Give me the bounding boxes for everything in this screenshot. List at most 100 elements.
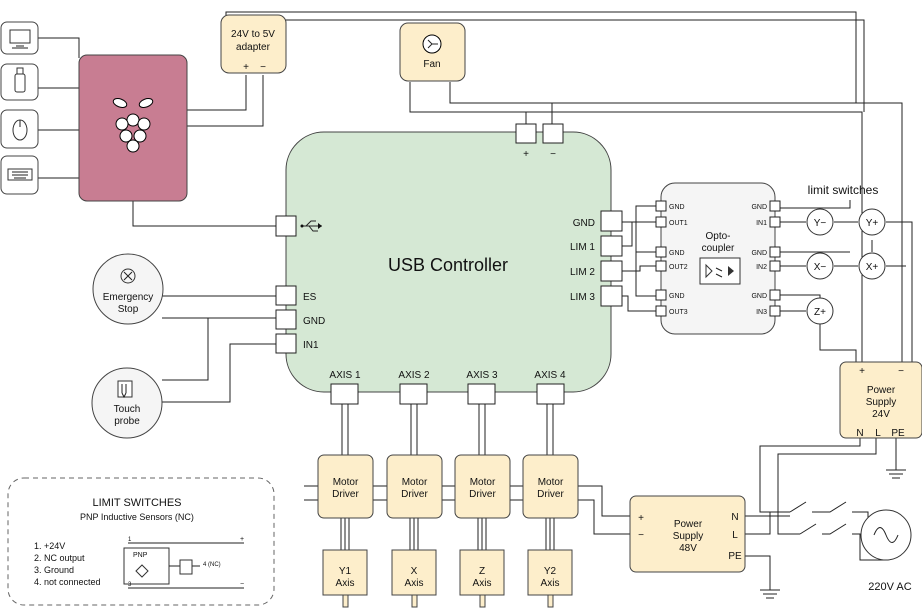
left-port-label-in1: IN1 [303, 340, 319, 351]
psu48-pin-l: L [732, 530, 738, 541]
motor-line2: Axis [336, 578, 355, 589]
limit-switch-node [806, 297, 834, 325]
motor-shaft [342, 594, 349, 608]
raspberry-pi-logo-icon [112, 98, 154, 153]
opto-right-pin [769, 200, 781, 212]
motor-driver-box [317, 454, 374, 519]
opto-right-pin [769, 305, 781, 317]
opto-right-pin-label: IN3 [756, 309, 767, 316]
motor-box [391, 549, 437, 596]
legend-item-3: 3. Ground [34, 565, 74, 575]
limit-switches-title: limit switches [808, 183, 879, 197]
adapter-minus: − [260, 62, 266, 73]
motor-line2: Axis [405, 578, 424, 589]
motor-line1: Z [479, 566, 485, 577]
opto-left-pin-label: GND [669, 293, 685, 300]
motor-line2: Axis [473, 578, 492, 589]
psu48-line1: Power [674, 519, 703, 530]
mouse-icon [0, 109, 39, 149]
opto-right-pin [769, 246, 781, 258]
motor-line1: X [411, 566, 418, 577]
controller-lim2-port [600, 260, 623, 282]
usb-stick-icon [0, 63, 39, 101]
emergency-stop: Emergency Stop [92, 253, 164, 325]
fan: Fan [399, 22, 466, 82]
legend-item-2: 2. NC output [34, 553, 85, 563]
usb-controller: USB Controller + − ES GND IN1 GND LIM 1 … [275, 123, 623, 405]
psu48-line2: Supply [673, 531, 704, 542]
motor-shaft [479, 594, 486, 608]
limit-switch-node [806, 208, 834, 236]
psu24-line2: Supply [866, 397, 897, 408]
sine-wave-icon [873, 527, 899, 543]
motor-line2: Axis [541, 578, 560, 589]
power-supply-24v: + − Power Supply 24V N L PE [839, 361, 922, 439]
controller-lim1-port [600, 235, 623, 257]
legend-plus: + [240, 536, 244, 543]
controller-power-plus-port [515, 123, 537, 144]
psu48-minus: − [638, 530, 644, 541]
ground-symbol [886, 466, 906, 479]
motor-shaft [411, 594, 418, 608]
left-port-label-gnd: GND [303, 316, 325, 327]
psu24-line1: Power [867, 385, 896, 396]
mains-label: 220V AC [868, 581, 911, 593]
right-port-label-gnd: GND [573, 218, 595, 229]
psu48-line3: 48V [679, 543, 697, 554]
axis-label-1: AXIS 1 [329, 370, 361, 381]
touch-probe: Touch probe [91, 367, 163, 439]
motor-shaft [547, 594, 554, 608]
motor-driver-line2: Driver [401, 489, 428, 500]
psu24-minus: − [898, 366, 904, 377]
opto-right-pin-label: IN1 [756, 220, 767, 227]
axis-label-4: AXIS 4 [534, 370, 566, 381]
psu48-plus: + [638, 513, 644, 524]
voltage-adapter: 24V to 5V adapter + − [220, 14, 287, 74]
opto-left-pin [655, 246, 667, 258]
axis-port-4 [536, 383, 565, 405]
legend-pin4: 4 (NC) [203, 562, 221, 568]
axis-port-2 [399, 383, 428, 405]
pnp-label: PNP [133, 552, 148, 559]
ac-source: 220V AC [860, 509, 912, 593]
power-supply-48v: + − Power Supply 48V N L PE [629, 495, 746, 573]
motor-driver-line1: Motor [538, 477, 564, 488]
right-port-label-lim3: LIM 3 [570, 292, 595, 303]
opto-line1: Opto- [705, 231, 730, 242]
legend-pin1: 1 [128, 537, 132, 543]
controller-es-port [275, 285, 297, 306]
opto-left-pin-label: OUT1 [669, 220, 688, 227]
probe-icon [117, 380, 133, 399]
adapter-line2: adapter [236, 42, 271, 53]
opto-right-pin-label: GND [751, 250, 767, 257]
usb-icon [300, 220, 322, 232]
fan-label: Fan [423, 59, 440, 70]
limit-switch-label: X+ [866, 262, 879, 273]
probe-line2: probe [114, 416, 140, 427]
psu24-pin-l: L [875, 428, 881, 439]
limit-switch-node [806, 252, 834, 280]
opto-left-pin-label: OUT3 [669, 309, 688, 316]
opto-line2: coupler [702, 243, 735, 254]
axis-label-2: AXIS 2 [398, 370, 430, 381]
raspberry-pi-board [78, 54, 188, 202]
ground-symbol [760, 588, 780, 599]
psu24-plus: + [859, 366, 865, 377]
motor-driver-box [454, 454, 511, 519]
fan-icon [422, 34, 442, 54]
legend-item-4: 4. not connected [34, 577, 101, 587]
legend-minus: − [240, 581, 244, 588]
controller-gnd-right-port [600, 210, 623, 232]
monitor-icon [0, 21, 39, 55]
controller-gnd-port [275, 309, 297, 330]
motor-drivers: MotorDriverMotorDriverMotorDriverMotorDr… [317, 454, 579, 519]
estop-line2: Stop [118, 304, 139, 315]
right-port-label-lim1: LIM 1 [570, 242, 595, 253]
opto-right-pin [769, 260, 781, 272]
motor-driver-box [522, 454, 579, 519]
opto-left-pin-label: GND [669, 250, 685, 257]
opto-right-pin-label: IN2 [756, 264, 767, 271]
axis-port-1 [330, 383, 359, 405]
